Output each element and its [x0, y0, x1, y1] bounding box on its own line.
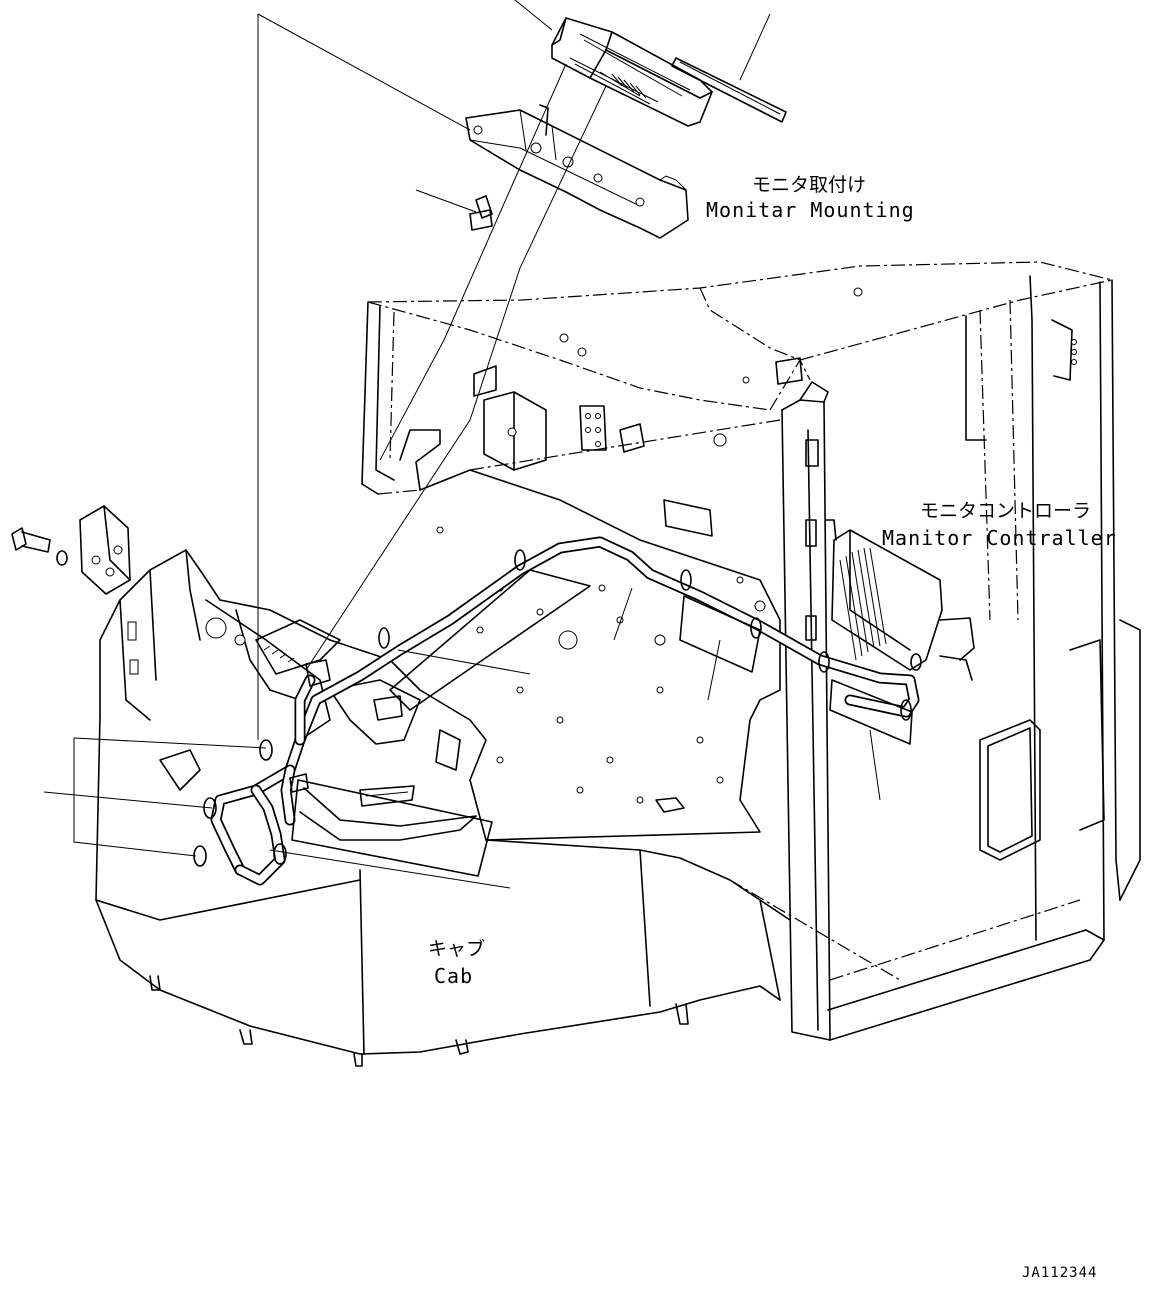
cab-roof-outline — [367, 261, 1113, 411]
rear-wall-brackets — [473, 357, 819, 641]
monitor-bracket — [465, 104, 689, 239]
mounting-bolt — [469, 195, 493, 231]
front-console — [99, 549, 487, 841]
monitor-sunshade-strip — [671, 57, 787, 123]
side-mount-bracket — [79, 505, 131, 595]
cab-lower-shell — [95, 715, 901, 1067]
cab-label-jp: キャブ — [428, 938, 486, 960]
monitor-controller-label-jp: モニタコントローラ — [920, 500, 1092, 522]
drawing-code: JA112344 — [1022, 1265, 1098, 1281]
monitor-unit — [551, 17, 713, 127]
console-connectors — [255, 619, 403, 793]
cab-floor — [419, 419, 781, 841]
leader-lines-tags — [43, 587, 881, 889]
monitor-controller-unit — [825, 519, 975, 681]
monitor-mounting-label-jp: モニタ取付け — [752, 174, 867, 196]
rear-handrail — [979, 719, 1041, 861]
harness-tags — [291, 569, 913, 877]
cab-left-pillar — [361, 301, 471, 495]
cab-rear-frame — [781, 275, 1141, 1041]
bolt-and-washer — [11, 527, 68, 566]
cab-label-en: Cab — [434, 964, 474, 988]
harness-clamps — [193, 549, 922, 867]
wiring-harness — [210, 536, 920, 886]
leader-lines-top — [257, 0, 771, 740]
monitor-mounting-label-en: Monitar Mounting — [706, 198, 915, 222]
monitor-controller-label-en: Manitor Contraller — [882, 526, 1117, 550]
